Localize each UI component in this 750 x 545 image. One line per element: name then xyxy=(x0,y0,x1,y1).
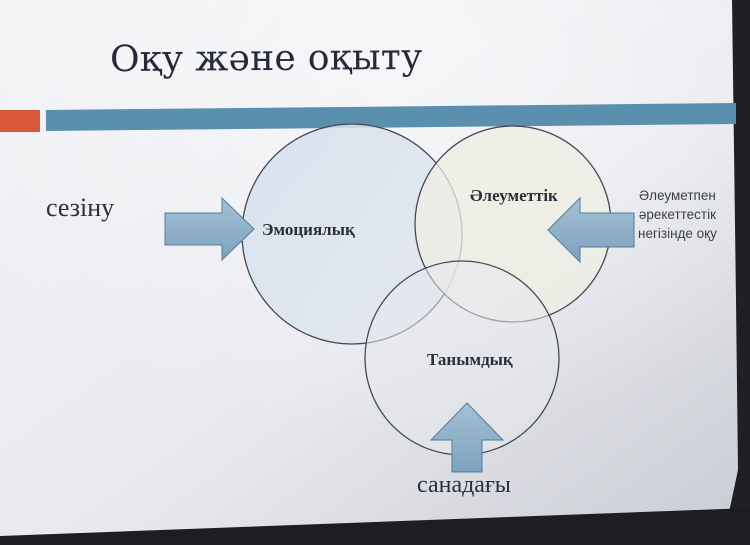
accent-orange-bar xyxy=(0,110,40,132)
accent-blue-bar xyxy=(46,103,736,131)
arrow-left-icon xyxy=(547,196,635,264)
monitor-bezel-right xyxy=(722,0,750,545)
label-social-interaction-line3: негізінде оқу xyxy=(638,226,717,241)
slide-title: Оқу және оқыту xyxy=(109,36,423,81)
monitor-bezel-bottom xyxy=(0,508,750,545)
arrow-up-icon xyxy=(429,402,505,473)
label-emotional: Эмоциялық xyxy=(262,220,355,239)
arrow-right-icon xyxy=(164,196,255,262)
label-social-interaction-line2: әрекеттестік xyxy=(638,207,717,222)
label-social-interaction: Әлеуметпен әрекеттестік негізінде оқу xyxy=(638,186,717,243)
label-social: Әлеуметтік xyxy=(470,186,558,205)
label-social-interaction-line1: Әлеуметпен xyxy=(639,188,716,203)
label-sezinu: сезіну xyxy=(46,193,115,222)
label-sanadagy: санадағы xyxy=(417,472,511,498)
label-cognitive: Танымдық xyxy=(427,350,513,369)
